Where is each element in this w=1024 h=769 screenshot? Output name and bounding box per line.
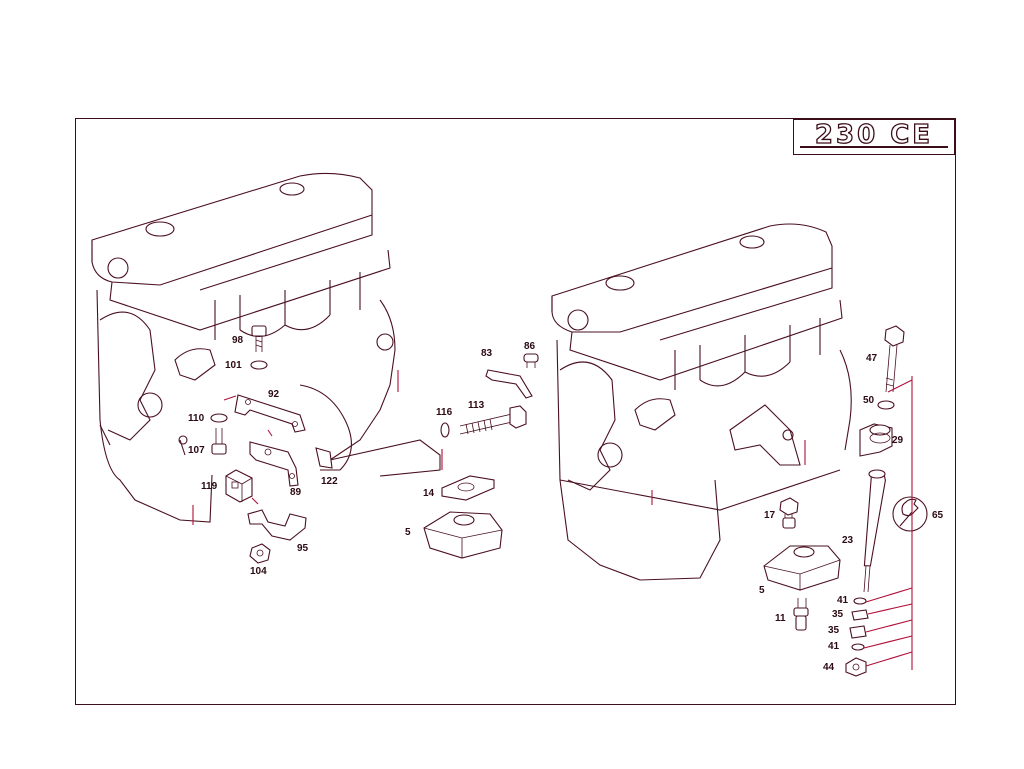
callout-119: 119 xyxy=(201,481,218,492)
bolt-98 xyxy=(251,325,267,352)
engine-block-left xyxy=(91,172,443,525)
washer-41-upper xyxy=(853,597,867,605)
pin-86 xyxy=(523,353,539,368)
callout-83: 83 xyxy=(481,348,493,359)
bolt-47 xyxy=(884,325,905,393)
tab-122 xyxy=(315,447,333,469)
callout-5-right: 5 xyxy=(759,585,765,596)
callout-86: 86 xyxy=(524,341,536,352)
bushing-35-upper xyxy=(851,609,869,621)
washer-101 xyxy=(250,360,268,370)
callout-104: 104 xyxy=(250,566,267,577)
washer-110 xyxy=(210,413,228,423)
callout-5-center: 5 xyxy=(405,527,411,538)
callout-110: 110 xyxy=(188,413,205,424)
wrench-icon xyxy=(892,496,928,532)
callout-47: 47 xyxy=(866,353,878,364)
engine-block-right xyxy=(551,223,852,581)
nut-104 xyxy=(249,543,271,564)
model-badge-underline xyxy=(800,124,948,148)
engine-mount-5-right xyxy=(763,545,841,591)
callout-113: 113 xyxy=(468,400,485,411)
bolt-17 xyxy=(779,497,799,529)
callout-23: 23 xyxy=(842,535,854,546)
callout-17: 17 xyxy=(764,510,776,521)
callout-35-lower: 35 xyxy=(828,625,840,636)
callout-41-upper: 41 xyxy=(837,595,849,606)
callout-95: 95 xyxy=(297,543,309,554)
mount-plate-14 xyxy=(441,475,495,501)
bracket-83 xyxy=(485,369,533,399)
washer-50 xyxy=(877,400,895,410)
callout-44: 44 xyxy=(823,662,835,673)
bolt-113 xyxy=(459,405,527,435)
bracket-92 xyxy=(234,394,306,433)
bolt-11 xyxy=(793,598,809,631)
model-badge: 230 CE xyxy=(793,119,955,155)
bracket-29 xyxy=(859,423,893,457)
callout-41-lower: 41 xyxy=(828,641,840,652)
callout-50: 50 xyxy=(863,395,875,406)
rubber-block-119 xyxy=(225,469,253,503)
callout-116: 116 xyxy=(436,407,453,418)
washer-116 xyxy=(440,422,450,438)
callout-35-upper: 35 xyxy=(832,609,844,620)
callout-11: 11 xyxy=(775,613,786,624)
engine-mount-5-center xyxy=(423,511,503,559)
diagram-frame xyxy=(75,118,956,705)
callout-122: 122 xyxy=(321,476,338,487)
callout-107: 107 xyxy=(188,445,205,456)
callout-14: 14 xyxy=(423,488,435,499)
callout-92: 92 xyxy=(268,389,280,400)
washer-41-lower xyxy=(851,643,865,651)
bolt-107 xyxy=(211,428,227,455)
nut-44 xyxy=(845,657,867,677)
bushing-35-lower xyxy=(849,625,867,639)
callout-89: 89 xyxy=(290,487,302,498)
callout-98: 98 xyxy=(232,335,244,346)
damper-23 xyxy=(863,469,886,593)
model-name: 230 CE xyxy=(814,119,934,150)
bracket-89 xyxy=(249,441,299,487)
callout-65: 65 xyxy=(932,510,944,521)
strap-95 xyxy=(247,509,307,541)
callout-101: 101 xyxy=(225,360,242,371)
callout-29: 29 xyxy=(892,435,904,446)
